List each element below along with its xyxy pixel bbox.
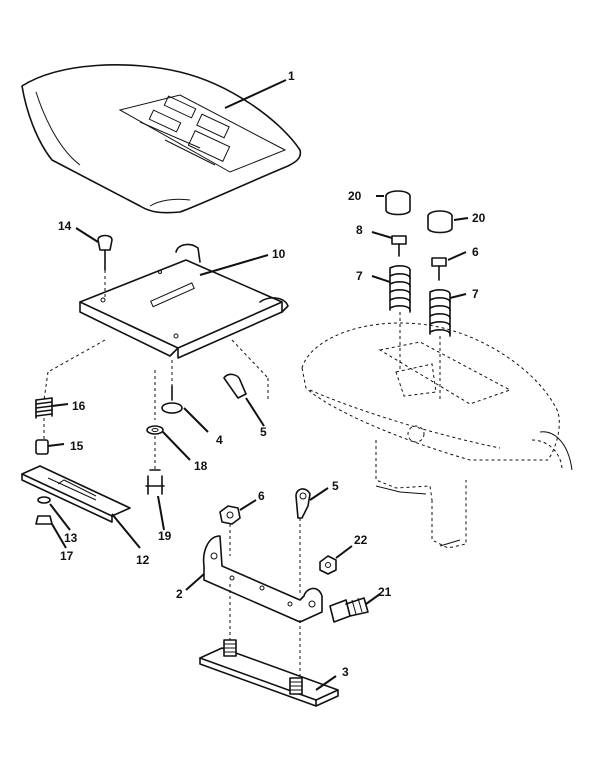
- pin-19: [145, 469, 165, 495]
- callout-16: 16: [72, 399, 86, 413]
- callout-8: 8: [356, 223, 363, 237]
- callout-6-lower: 6: [258, 489, 265, 503]
- clip-5-upper: [223, 339, 269, 400]
- callout-6-right: 6: [472, 245, 479, 259]
- callout-21: 21: [378, 585, 392, 599]
- bracket-12: [21, 465, 131, 523]
- callout-7-left: 7: [356, 269, 363, 283]
- seat-pan: [79, 243, 289, 359]
- callout-7-right: 7: [472, 287, 479, 301]
- seat: [21, 64, 302, 214]
- callout-4: 4: [216, 433, 223, 447]
- callout-3: 3: [342, 665, 349, 679]
- nut-6-lower: [219, 505, 241, 525]
- bolt-6-right: [431, 257, 447, 281]
- guide-left: [47, 339, 106, 373]
- callout-20-right: 20: [472, 211, 486, 225]
- callout-15: 15: [70, 439, 84, 453]
- callout-1: 1: [288, 69, 295, 83]
- bolt-21: [329, 597, 369, 623]
- plate-3: [199, 639, 339, 707]
- callout-17: 17: [60, 549, 74, 563]
- leader-10: [199, 254, 269, 276]
- callout-12: 12: [136, 553, 150, 567]
- knob-bolt: [97, 234, 113, 298]
- callout-22: 22: [354, 533, 368, 547]
- spring-7-right: [429, 289, 451, 337]
- callout-20-upper: 20: [348, 189, 362, 203]
- bolt-4: [161, 385, 183, 414]
- leader-14: [75, 227, 99, 243]
- spring-7-left: [389, 265, 411, 313]
- spring-16: [35, 397, 53, 419]
- callout-10: 10: [272, 247, 286, 261]
- callout-2: 2: [176, 587, 183, 601]
- callout-18: 18: [194, 459, 208, 473]
- nut-17: [35, 515, 53, 525]
- fender-hood: [301, 322, 573, 549]
- leader-1: [224, 79, 287, 109]
- callout-19: 19: [158, 529, 172, 543]
- bushing-20-upper: [385, 190, 411, 216]
- nut-22: [319, 555, 337, 575]
- washer-13: [37, 496, 51, 504]
- bushing-20-right: [427, 210, 453, 234]
- callout-5-upper: 5: [260, 425, 267, 439]
- bushing-15: [35, 439, 49, 455]
- callout-5-lower: 5: [332, 479, 339, 493]
- bracket-2: [202, 535, 323, 623]
- callout-14: 14: [58, 219, 72, 233]
- washer-18: [146, 425, 164, 435]
- bolt-8: [391, 235, 407, 257]
- clip-5-lower: [295, 488, 311, 519]
- callout-13: 13: [64, 531, 78, 545]
